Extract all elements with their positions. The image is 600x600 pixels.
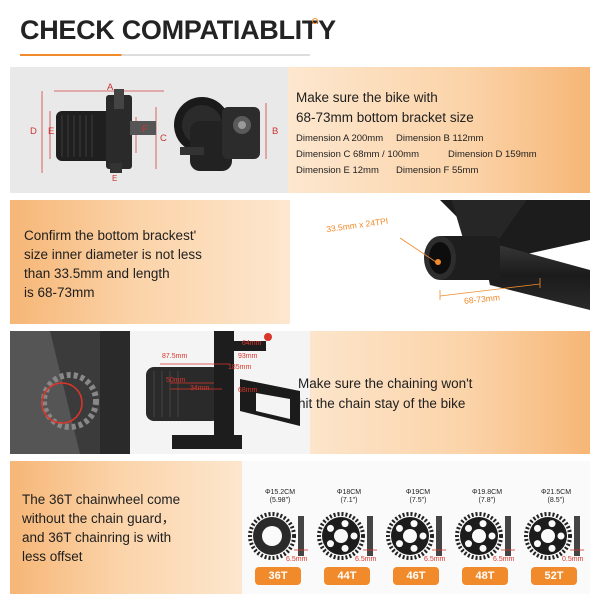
chainring-diameter: Φ15.2CM <box>264 489 296 496</box>
chainstay-clearance-diagram <box>130 331 310 454</box>
chainring-card: Φ19.8CM(7.8") 6.5mm 48T <box>453 461 522 594</box>
bracket-text-line3: than 33.5mm and length <box>24 266 170 281</box>
bracket-text-line2: size inner diameter is not less <box>24 247 202 262</box>
chainring-list: Φ15.2CM(5.98") 6.5mm 36T Φ18CM(7.1") 6.5mm 44… <box>242 461 590 594</box>
dim-label-f: F <box>142 124 148 135</box>
dim-label-b: B <box>272 126 279 137</box>
chainring-teeth-badge: 48T <box>462 567 508 585</box>
chainring-offset: 6.5mm <box>424 556 446 563</box>
measure-64mm: 64mm <box>242 340 262 347</box>
dim-label-a: A <box>107 82 114 93</box>
chainring-teeth-badge: 44T <box>324 567 370 585</box>
dimension-a: Dimension A 200mm <box>296 133 384 144</box>
chainring-diameter-inches: (5.98") <box>269 497 291 504</box>
chainring-options-panel: The 36T chainwheel come without the chai… <box>10 461 590 594</box>
bottom-bracket-illustration <box>399 200 590 310</box>
dim-label-e: E <box>48 126 55 137</box>
chainring-card: Φ19CM(7.5") 6.5mm 46T <box>384 461 453 594</box>
chainring-diameter: Φ18CM <box>336 489 362 496</box>
chainring-diameter: Φ19CM <box>405 489 431 496</box>
chainring-icon <box>524 512 584 560</box>
chainwheel-text-line1: The 36T chainwheel come <box>22 492 181 507</box>
chainring-icon <box>455 512 515 560</box>
chainring-text-line2: hit the chain stay of the bike <box>298 396 466 411</box>
panel1-heading-line2: 68-73mm bottom bracket size <box>296 110 474 125</box>
chainring-diameter-inches: (8.5") <box>547 497 565 504</box>
dimension-b: Dimension B 112mm <box>396 133 484 144</box>
measure-93mm: 93mm <box>238 353 258 360</box>
chainring-icon <box>317 512 377 560</box>
chainring-card: Φ18CM(7.1") 6.5mm 44T <box>315 461 384 594</box>
page-title: CHECK COMPATIABLITY <box>20 15 336 45</box>
chainwheel-text-line4: less offset <box>22 549 83 564</box>
chainring-offset: 6.5mm <box>286 556 308 563</box>
chainring-diameter: Φ19.8CM <box>471 489 503 496</box>
chainring-clearance-panel: 64mm 93mm 87.5mm 185mm 50mm 34mm 68mm Ma… <box>10 331 590 454</box>
motor-dimension-diagram <box>41 89 267 173</box>
chainring-offset: 0.5mm <box>562 556 584 563</box>
dimension-c: Dimension C 68mm / 100mm <box>296 149 420 160</box>
chainwheel-text-line3: and 36T chainring is with <box>22 530 172 545</box>
dim-label-e-bottom: E <box>112 174 118 183</box>
chainring-card: Φ21.5CM(8.5") 0.5mm 52T <box>522 461 590 594</box>
title-underline <box>20 54 310 56</box>
dim-label-c: C <box>160 133 167 144</box>
panel-accent-background <box>10 200 290 324</box>
measure-50mm: 50mm <box>166 377 186 384</box>
dimensions-panel: A D E F C E B Make sure the bike with 68… <box>10 67 590 193</box>
chainring-text-line1: Make sure the chaining won't <box>298 376 473 391</box>
chainring-teeth-badge: 46T <box>393 567 439 585</box>
bottom-bracket-panel: Confirm the bottom brackest' size inner … <box>10 200 590 324</box>
chain-photo <box>10 331 130 454</box>
chainring-icon <box>386 512 446 560</box>
chainring-card: Φ15.2CM(5.98") 6.5mm 36T <box>246 461 315 594</box>
title-block: CHECK COMPATIABLITY <box>20 10 580 60</box>
chainring-teeth-badge: 36T <box>255 567 301 585</box>
chainring-icon <box>248 512 308 560</box>
chainring-diameter-inches: (7.1") <box>340 497 358 504</box>
bracket-text-line1: Confirm the bottom brackest' <box>24 228 197 243</box>
measure-87-5mm: 87.5mm <box>162 353 188 360</box>
chainring-teeth-badge: 52T <box>531 567 577 585</box>
dimension-d: Dimension D 159mm <box>448 149 537 160</box>
panel-accent-background <box>10 461 246 594</box>
chainwheel-text-line2: without the chain guard， <box>22 511 176 526</box>
chainring-diameter-inches: (7.8") <box>478 497 496 504</box>
dim-label-d: D <box>30 126 37 137</box>
panel-accent-background <box>288 67 590 193</box>
chainring-offset: 6.5mm <box>493 556 515 563</box>
chainring-offset: 6.5mm <box>355 556 377 563</box>
bracket-text-line4: is 68-73mm <box>24 285 95 300</box>
title-dot-ornament <box>312 18 318 24</box>
measure-185mm: 185mm <box>228 364 252 371</box>
measure-34mm: 34mm <box>190 385 210 392</box>
panel1-heading-line1: Make sure the bike with <box>296 90 438 105</box>
chainring-diameter-inches: (7.5") <box>409 497 427 504</box>
dimension-f: Dimension F 55mm <box>396 165 479 176</box>
measure-68mm: 68mm <box>238 387 258 394</box>
chainring-diameter: Φ21.5CM <box>540 489 572 496</box>
panel-accent-background <box>290 331 590 454</box>
dimension-e: Dimension E 12mm <box>296 165 379 176</box>
